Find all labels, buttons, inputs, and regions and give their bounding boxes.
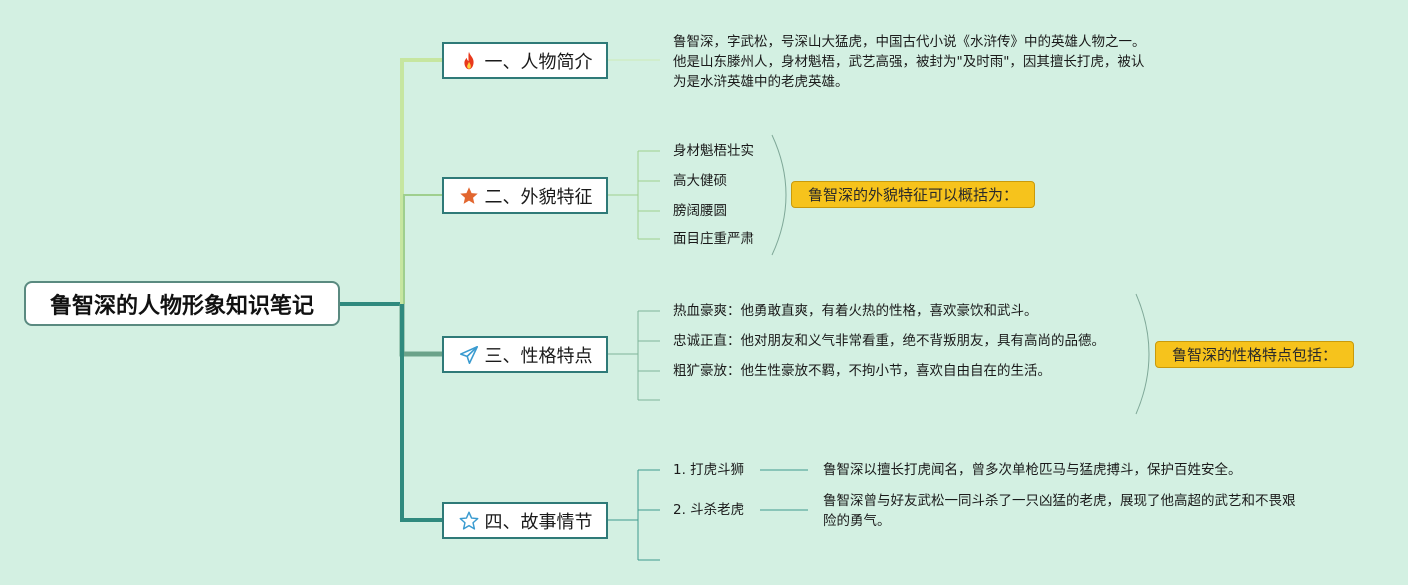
branch-2-line — [403, 194, 442, 304]
root-topic[interactable]: 鲁智深的人物形象知识笔记 — [24, 281, 340, 326]
star-outline-icon — [458, 510, 480, 532]
profile-text-line-2: 他是山东滕州人，身材魁梧，武艺高强，被封为"及时雨"，因其擅长打虎，被认 — [673, 54, 1145, 70]
summary-bracket-3 — [1135, 293, 1150, 415]
summary-bracket-2 — [771, 134, 787, 256]
branch-4-line — [400, 304, 442, 522]
paper-plane-icon — [458, 344, 480, 366]
story-title[interactable]: 2. 斗杀老虎 — [673, 502, 745, 518]
topic-label: 二、外貌特征 — [484, 186, 593, 208]
story-description-continued: 险的勇气。 — [823, 513, 891, 529]
fire-icon — [458, 50, 480, 72]
personality-summary[interactable]: 鲁智深的性格特点包括： — [1155, 341, 1355, 368]
topic-label: 四、故事情节 — [484, 511, 593, 533]
topic-personality[interactable]: 三、性格特点 — [442, 336, 608, 373]
personality-item[interactable]: 热血豪爽：他勇敢直爽，有着火热的性格，喜欢豪饮和武斗。 — [673, 303, 1038, 319]
appearance-item[interactable]: 身材魁梧壮实 — [673, 143, 754, 159]
appearance-item[interactable]: 高大健硕 — [673, 173, 727, 189]
topic-story[interactable]: 四、故事情节 — [442, 502, 608, 539]
branch-3-line — [399, 304, 442, 357]
branch-1-line — [400, 58, 442, 304]
story-description[interactable]: 鲁智深曾与好友武松一同斗杀了一只凶猛的老虎，展现了他高超的武艺和不畏艰 — [823, 493, 1296, 509]
profile-text-line-3: 为是水浒英雄中的老虎英雄。 — [673, 74, 849, 90]
star-filled-icon — [458, 185, 480, 207]
topic-profile[interactable]: 一、人物简介 — [442, 42, 608, 79]
topic-label: 一、人物简介 — [484, 51, 593, 73]
topic-4-children-lines — [608, 469, 808, 561]
personality-item[interactable]: 粗犷豪放：他生性豪放不羁，不拘小节，喜欢自由自在的生活。 — [673, 363, 1051, 379]
appearance-summary[interactable]: 鲁智深的外貌特征可以概括为： — [791, 181, 1036, 208]
appearance-item[interactable]: 面目庄重严肃 — [673, 231, 754, 247]
story-title[interactable]: 1. 打虎斗狮 — [673, 462, 745, 478]
topic-appearance[interactable]: 二、外貌特征 — [442, 177, 608, 214]
topic-label: 三、性格特点 — [484, 345, 593, 367]
profile-text-line-1: 鲁智深，字武松，号深山大猛虎，中国古代小说《水浒传》中的英雄人物之一。 — [673, 34, 1146, 50]
topic-2-children-lines — [608, 150, 660, 240]
story-description[interactable]: 鲁智深以擅长打虎闻名，曾多次单枪匹马与猛虎搏斗，保护百姓安全。 — [823, 462, 1242, 478]
appearance-item[interactable]: 膀阔腰圆 — [673, 203, 727, 219]
topic-3-children-lines — [608, 310, 660, 401]
personality-item[interactable]: 忠诚正直：他对朋友和义气非常看重，绝不背叛朋友，具有高尚的品德。 — [673, 333, 1105, 349]
